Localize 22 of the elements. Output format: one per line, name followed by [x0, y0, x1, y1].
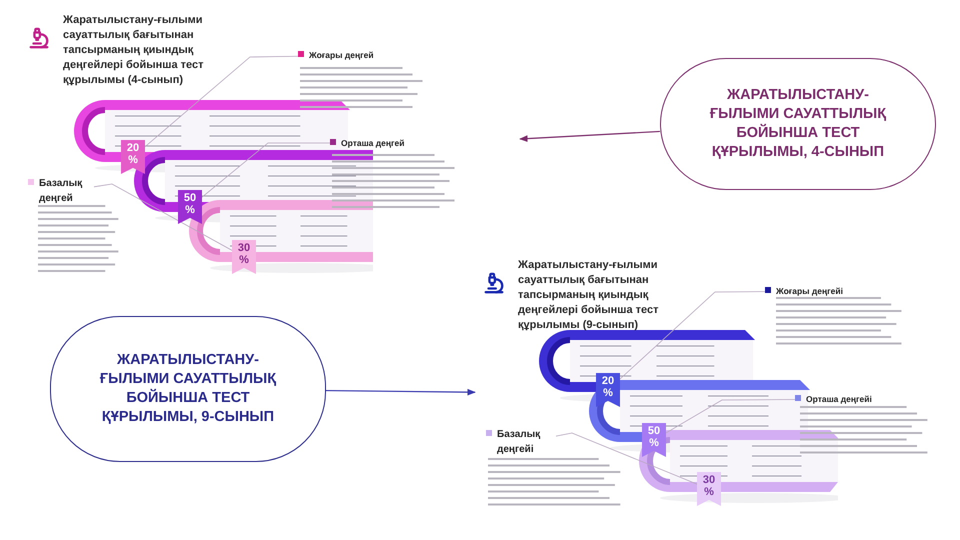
arrow [519, 130, 660, 142]
heading-text: Орташа деңгейі [806, 393, 872, 406]
heading-text: Базалық деңгейі [497, 428, 542, 457]
leader-line [666, 399, 796, 434]
title-text: Жаратылыстану-ғылыми сауаттылық бағытынан тапсырманың қиындық деңгейлері бойынша тест құрылымы (4-сынып) [63, 13, 205, 88]
leader-line [556, 432, 698, 484]
leader-line [202, 142, 330, 198]
percent-ribbon: 30 % [697, 472, 721, 506]
leader-line [620, 291, 766, 380]
leader-line [144, 56, 298, 148]
title-text: Жаратылыстану-ғылыми сауаттылық бағытынан тапсырманың қиындық деңгейлері бойынша тест құрылымы (9-сынып) [518, 258, 660, 333]
heading-text: Жоғары деңгей [309, 49, 374, 62]
percent-ribbon: 50 % [178, 190, 202, 224]
arrow [326, 388, 476, 396]
percent-ribbon: 20 % [121, 140, 145, 174]
percent-ribbon: 20 % [596, 373, 620, 407]
leader-line [94, 184, 232, 251]
heading-text: Жоғары деңгейі [776, 285, 843, 298]
percent-ribbon: 30 % [232, 240, 256, 274]
percent-ribbon: 50 % [642, 423, 666, 457]
heading-text: Базалық деңгей [39, 177, 84, 206]
heading-text: Орташа деңгей [341, 137, 405, 150]
